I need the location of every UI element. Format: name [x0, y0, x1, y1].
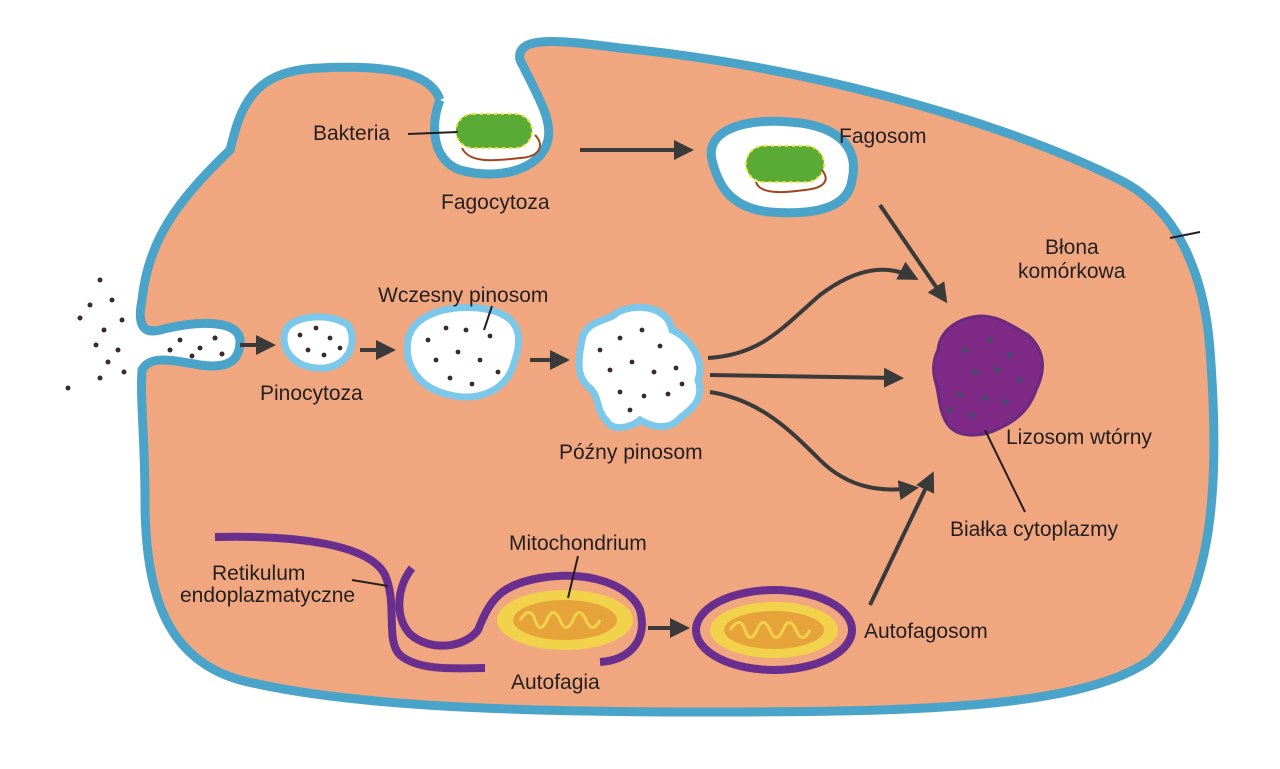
label-bialka-cytoplazmy: Białka cytoplazmy	[950, 518, 1119, 541]
label-pozny-pinosom: Późny pinosom	[559, 441, 703, 464]
phagosome	[706, 116, 858, 218]
leader-mitochondrium	[567, 555, 579, 599]
label-retikulum-line2: endoplazmatyczne	[180, 584, 355, 607]
arrow-late-to-lysosome-middle	[709, 367, 904, 388]
arrow-late-to-lysosome-lower	[709, 390, 919, 501]
leader-bakteria	[407, 131, 459, 135]
label-autofagia: Autofagia	[511, 671, 600, 694]
label-pinocytoza: Pinocytoza	[260, 382, 363, 405]
label-autofagosom: Autofagosom	[864, 620, 988, 643]
label-fagocytoza: Fagocytoza	[441, 191, 550, 214]
extracellular-particles	[65, 277, 225, 391]
late-pinosome	[575, 303, 704, 431]
leader-blona	[1169, 231, 1201, 239]
label-blona-line2: komórkowa	[1018, 260, 1126, 283]
label-lizosom-wtorny: Lizosom wtórny	[1006, 426, 1152, 449]
label-mitochondrium: Mitochondrium	[509, 532, 647, 555]
mitochondrion	[497, 590, 633, 650]
secondary-lysosome	[932, 314, 1044, 437]
early-pinosome	[403, 304, 523, 401]
arrow-late-to-lysosome-upper	[707, 261, 919, 360]
endoplasmic-reticulum	[214, 532, 646, 673]
bacterium	[455, 113, 541, 162]
arrow-phagosome-to-lysosome	[878, 203, 948, 304]
label-blona-line1: Błona	[1045, 236, 1099, 259]
autophagosome	[692, 586, 856, 674]
label-retikulum-line1: Retikulum	[212, 562, 305, 585]
label-bakteria: Bakteria	[313, 122, 390, 145]
leader-bialka	[984, 429, 1026, 513]
label-fagosom: Fagosom	[839, 125, 927, 148]
arrow-autophagosome-to-lysosome	[868, 471, 935, 606]
label-wczesny-pinosom: Wczesny pinosom	[378, 284, 548, 307]
leader-retikulum	[351, 579, 389, 587]
pinocytosis-vesicle	[280, 313, 356, 372]
leader-wczesny-pinosom	[483, 305, 493, 331]
